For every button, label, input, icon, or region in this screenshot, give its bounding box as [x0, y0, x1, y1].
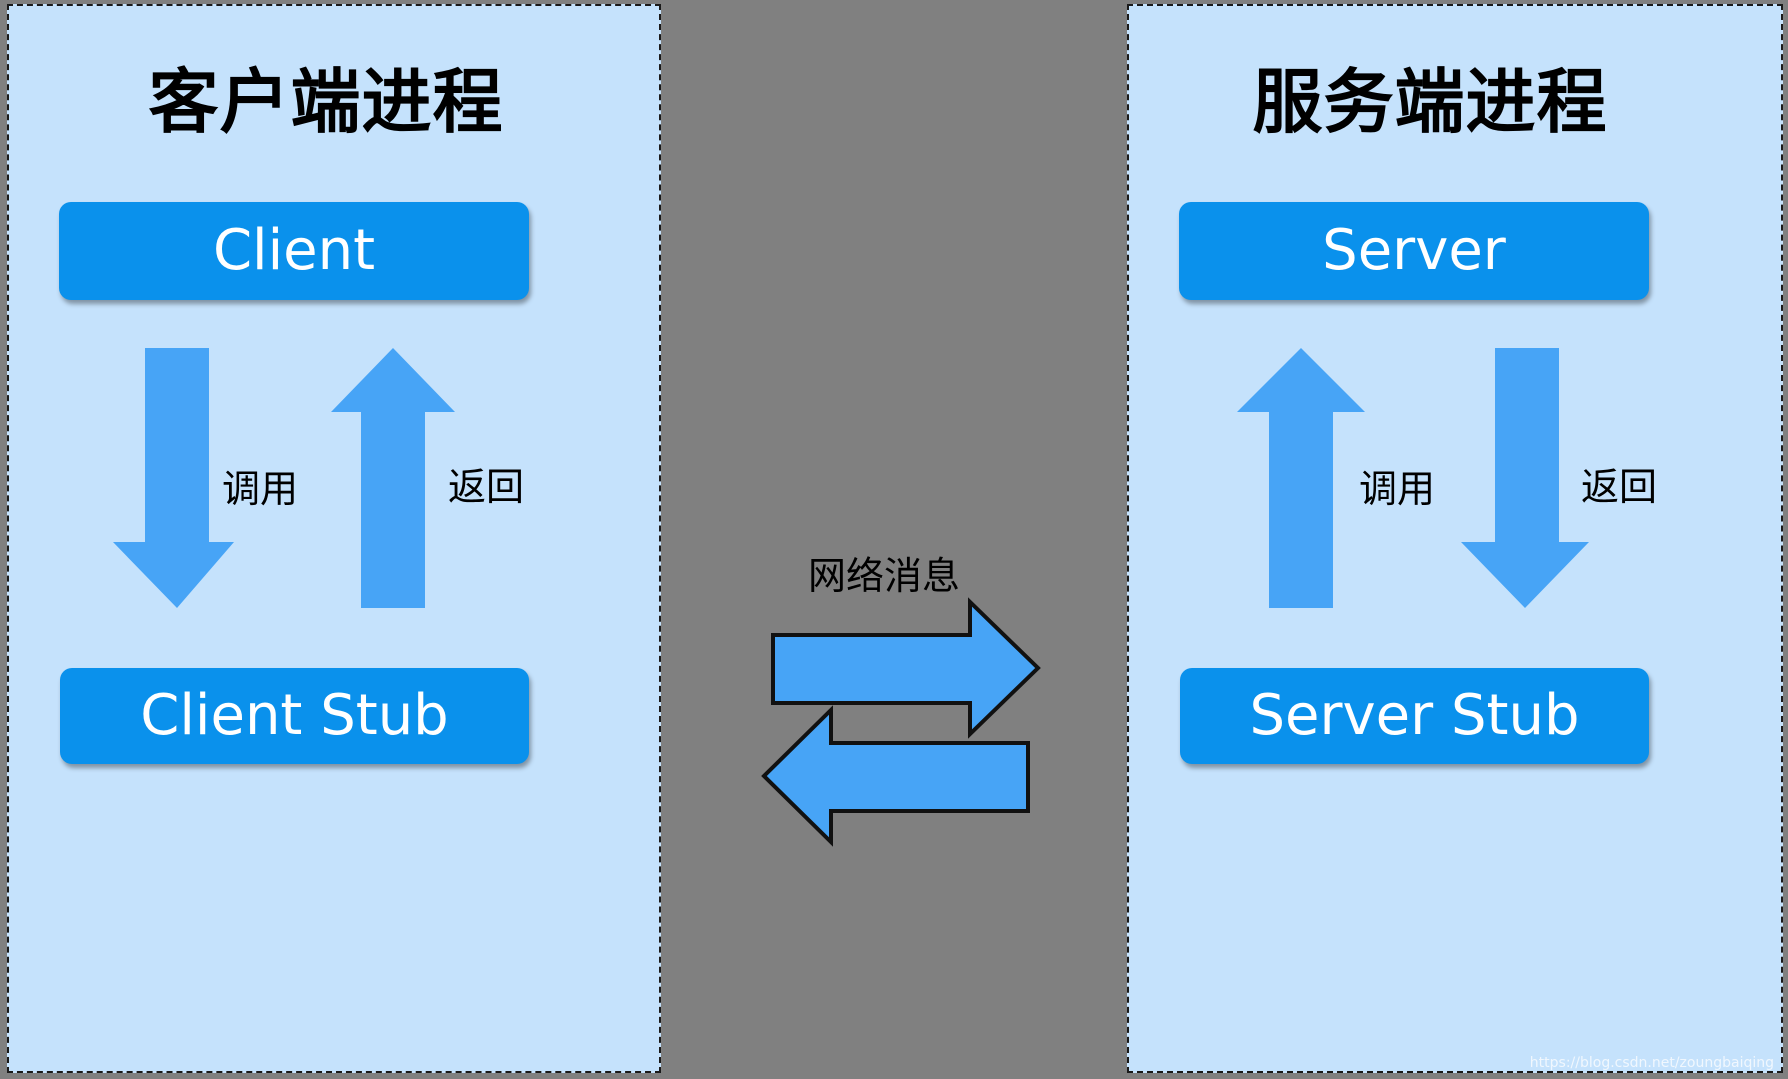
- server-process-title: 服务端进程: [1252, 61, 1608, 143]
- server-call-label: 调用: [1359, 467, 1436, 511]
- arrow-to-client: [761, 705, 1030, 847]
- server-return-label: 返回: [1581, 465, 1658, 509]
- client-stub-box: Client Stub: [60, 668, 529, 764]
- server-stub-box: Server Stub: [1180, 668, 1649, 764]
- client-return-label: 返回: [448, 465, 525, 509]
- server-return-down-arrow: [1461, 348, 1589, 608]
- down-arrow-shape: [1461, 348, 1589, 608]
- server-call-up-arrow: [1237, 348, 1365, 608]
- client-process-panel: 客户端进程 Client 调用 返回 Client Stub: [7, 4, 661, 1073]
- client-process-title: 客户端进程: [148, 61, 504, 143]
- watermark: https://blog.csdn.net/zoungbaiqing: [1529, 1055, 1774, 1071]
- client-call-label: 调用: [222, 467, 299, 511]
- client-box: Client: [59, 202, 529, 300]
- down-arrow-shape: [113, 348, 234, 608]
- client-call-down-arrow: [113, 348, 234, 608]
- client-return-up-arrow: [331, 348, 455, 608]
- network-message-label: 网络消息: [808, 554, 961, 598]
- arrow-to-server: [771, 597, 1041, 739]
- up-arrow-shape: [1237, 348, 1365, 608]
- server-process-panel: 服务端进程 Server 调用 返回 Server Stub: [1127, 4, 1783, 1073]
- network-exchange-arrows: [761, 597, 1041, 847]
- up-arrow-shape: [331, 348, 455, 608]
- server-box: Server: [1179, 202, 1649, 300]
